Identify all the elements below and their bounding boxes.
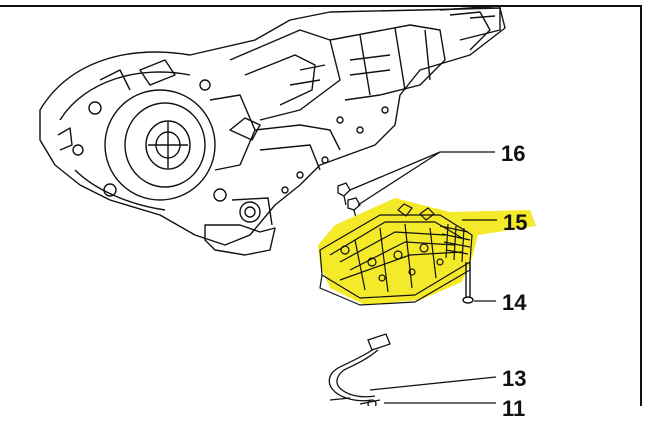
callout-11: 11 [502,396,526,421]
wiring-harness [328,333,391,409]
leader-16b [357,151,441,206]
exploded-parts-diagram: 16 15 14 13 11 [0,5,642,420]
leader-13 [369,376,497,391]
callout-15: 15 [503,210,528,235]
callout-13: 13 [502,366,527,391]
bolt-part [462,262,474,304]
callout-16: 16 [501,141,526,166]
valve-body [319,203,473,306]
clip-part [337,182,361,219]
callout-14: 14 [502,290,527,315]
diagram-artwork [0,5,642,409]
transmission-housing [39,5,506,256]
leader-16a [349,151,441,191]
valve-body-highlight [318,198,536,305]
leader-lines [349,151,497,404]
